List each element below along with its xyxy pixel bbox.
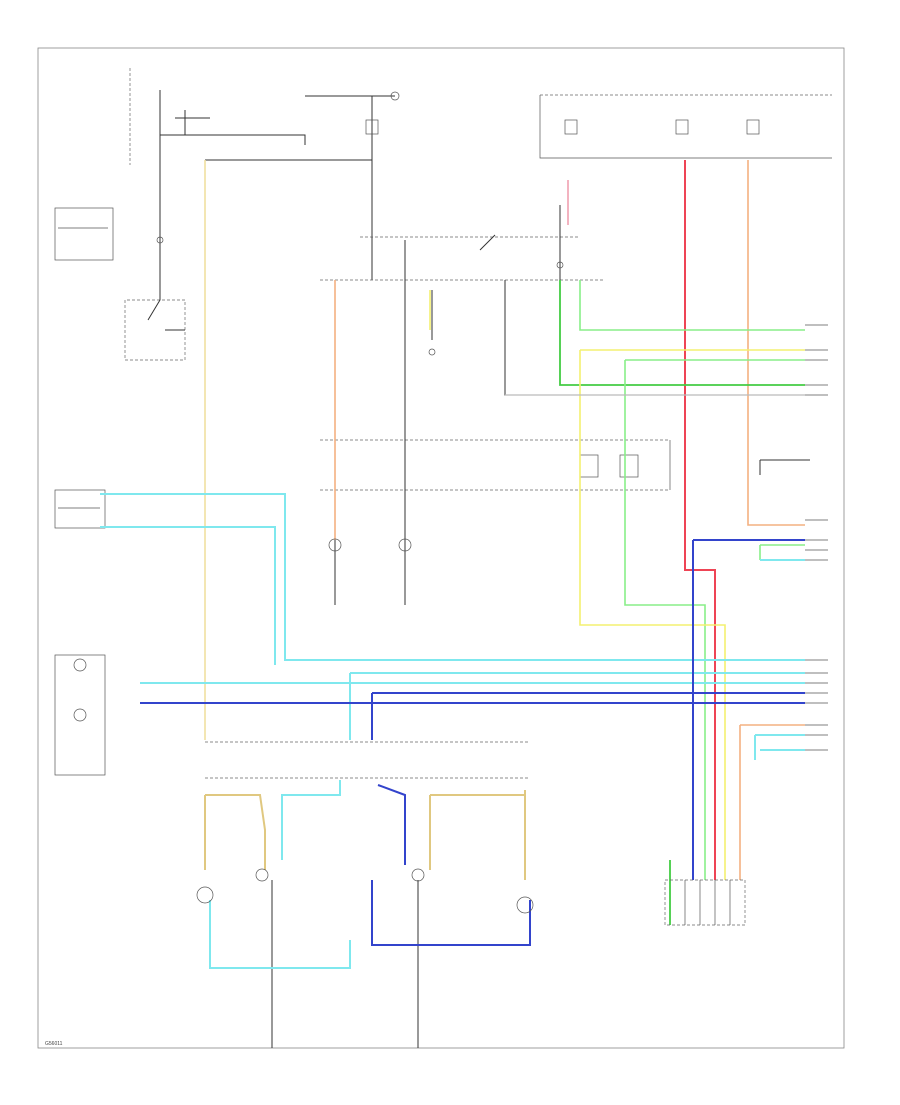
right-edge-pins [805, 324, 828, 751]
trailer-connector [664, 879, 746, 926]
hazard-switch-area [320, 205, 605, 396]
wire-blue [140, 539, 805, 946]
fuse-block-top-right [539, 94, 832, 159]
footer-label: G56011 [45, 1041, 63, 1047]
lamp-left-side-marker [255, 868, 269, 882]
connector-strip-middle [320, 439, 671, 491]
wire-cyan [100, 493, 805, 969]
wire-tan-left-vertical [204, 160, 526, 880]
left-module-boxes [54, 207, 186, 776]
lamp-right-indicator [398, 538, 412, 552]
lamp-right-front-turn [516, 896, 534, 914]
grounds [271, 600, 419, 1048]
lamp-left-indicator [328, 538, 342, 552]
lamp-left-front-turn [196, 886, 214, 904]
switch-assembly-top-left [129, 68, 372, 245]
connector-strip-lower [205, 741, 530, 779]
diagram-frame [37, 47, 845, 1049]
lamps [196, 538, 534, 914]
wire-red [567, 160, 716, 880]
wire-green [559, 280, 805, 925]
fuse-block-top-center [305, 91, 400, 250]
lamp-right-side-marker [411, 868, 425, 882]
wire-yellow [429, 290, 805, 880]
wire-orange [334, 160, 805, 880]
